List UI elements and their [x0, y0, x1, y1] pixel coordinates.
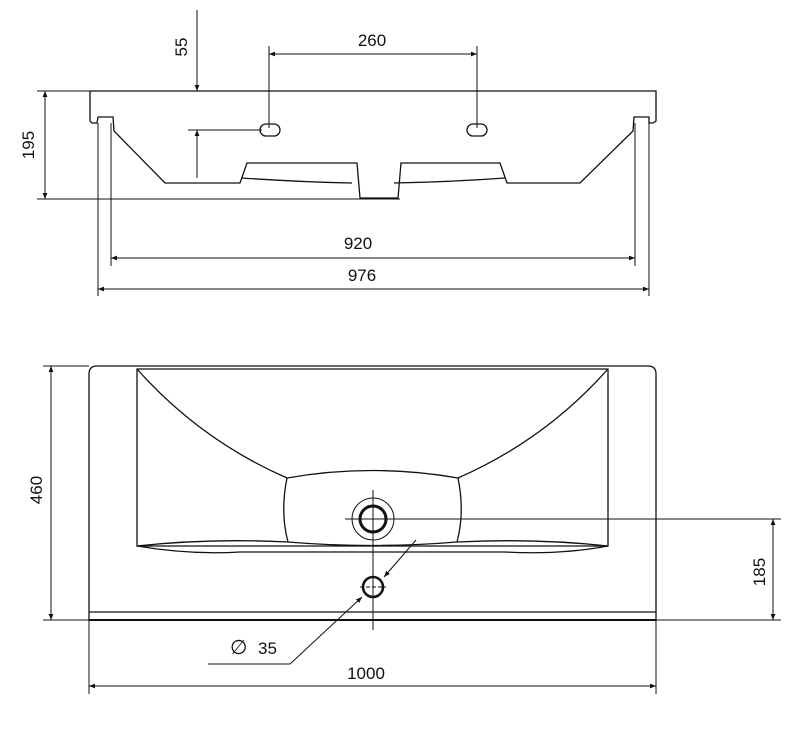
- dim-faucet-depth: 55: [172, 38, 191, 57]
- bowl-front-curve: [136, 540, 609, 547]
- dim-total-width: 1000: [347, 664, 385, 683]
- faucet-hole-left: [259, 123, 281, 137]
- top-view: ∅ 35 460 185 1000: [27, 365, 781, 694]
- bowl-floor-right: [393, 177, 506, 184]
- diameter-leader-bottom: [289, 596, 363, 665]
- drain-basin-left: [283, 477, 289, 543]
- basin-outline: [88, 365, 657, 621]
- dim-faucet-spacing: 260: [358, 31, 386, 50]
- dim-overflow-diameter: 35: [258, 639, 277, 658]
- dim-height: 195: [19, 131, 38, 159]
- dim-inner-width: 920: [344, 234, 372, 253]
- dim-outer-width: 976: [348, 266, 376, 285]
- diameter-symbol: ∅: [230, 637, 247, 659]
- bowl-curve-left: [136, 368, 288, 479]
- drain-basin-top: [286, 469, 459, 479]
- dim-depth: 460: [27, 476, 46, 504]
- basin-section-outline: [89, 90, 657, 199]
- dim-drain-offset: 185: [750, 558, 769, 586]
- front-view: 260 55 195 920 976: [19, 10, 657, 296]
- diameter-leader-top: [383, 539, 417, 578]
- bowl-curve-right: [457, 368, 609, 479]
- drain-basin-right: [456, 477, 462, 543]
- bowl-floor-left: [241, 177, 353, 184]
